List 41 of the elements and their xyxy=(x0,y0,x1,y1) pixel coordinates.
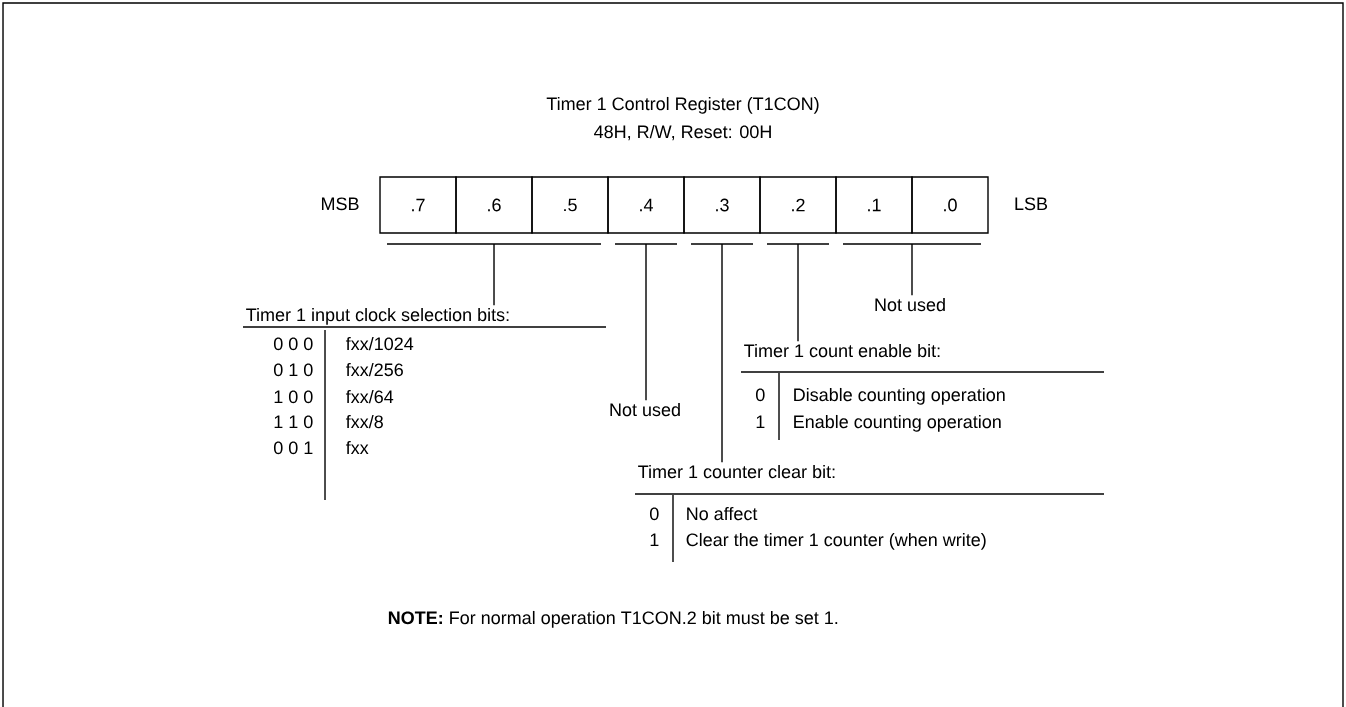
bit-cell: .4 xyxy=(607,176,685,234)
leader-line xyxy=(386,243,602,306)
note: NOTE: For normal operation T1CON.2 bit must be set 1. xyxy=(388,610,838,628)
leader-line xyxy=(766,243,830,342)
note-text: Not used xyxy=(875,297,945,312)
bit-cell: .7 xyxy=(379,176,457,234)
table-cell: fxx xyxy=(345,441,369,454)
bit-label: MSB xyxy=(322,197,359,211)
table-heading: Timer 1 count enable bit: xyxy=(744,343,940,358)
title: Timer 1 Control Register (T1CON) xyxy=(546,96,819,114)
bit-cell: .5 xyxy=(531,176,609,234)
table-cell: 1 1 0 xyxy=(274,415,313,429)
table-cell: 1 xyxy=(756,415,765,428)
table-cell: 0 1 0 xyxy=(273,363,313,377)
subtitle: 48H, R/W, Reset: 00H xyxy=(594,124,771,141)
table-cell: Enable counting operation xyxy=(794,414,1001,432)
table-cell: Clear the timer 1 counter (when write) xyxy=(686,532,986,550)
table-cell: fxx/256 xyxy=(345,362,403,377)
bit-label: LSB xyxy=(1015,197,1048,211)
table-cell: fxx/8 xyxy=(345,414,383,429)
leader-line xyxy=(690,243,754,463)
bit-cell: .3 xyxy=(683,176,761,234)
table-cell: No affect xyxy=(687,507,758,521)
bit-cell: .2 xyxy=(759,176,837,234)
leader-line xyxy=(842,243,982,296)
table-cell: 1 xyxy=(650,533,659,546)
table-cell: fxx/1024 xyxy=(345,336,414,351)
bit-cell: .0 xyxy=(911,176,989,234)
table-cell: 0 0 0 xyxy=(273,337,313,351)
table-cell: 1 0 0 xyxy=(274,390,313,404)
bit-cell: .6 xyxy=(455,176,533,234)
table-cell: 0 xyxy=(650,507,659,521)
table-cell: Disable counting operation xyxy=(794,387,1005,405)
leader-line xyxy=(614,243,678,401)
table-cell: 0 xyxy=(756,388,765,402)
table-cell: fxx/64 xyxy=(345,389,394,404)
table-heading: Timer 1 input clock selection bits: xyxy=(246,307,509,325)
table-cell: 0 0 1 xyxy=(273,441,313,455)
note-text: Not used xyxy=(610,402,680,417)
bit-cell: .1 xyxy=(835,176,913,234)
table-heading: Timer 1 counter clear bit: xyxy=(638,464,835,479)
